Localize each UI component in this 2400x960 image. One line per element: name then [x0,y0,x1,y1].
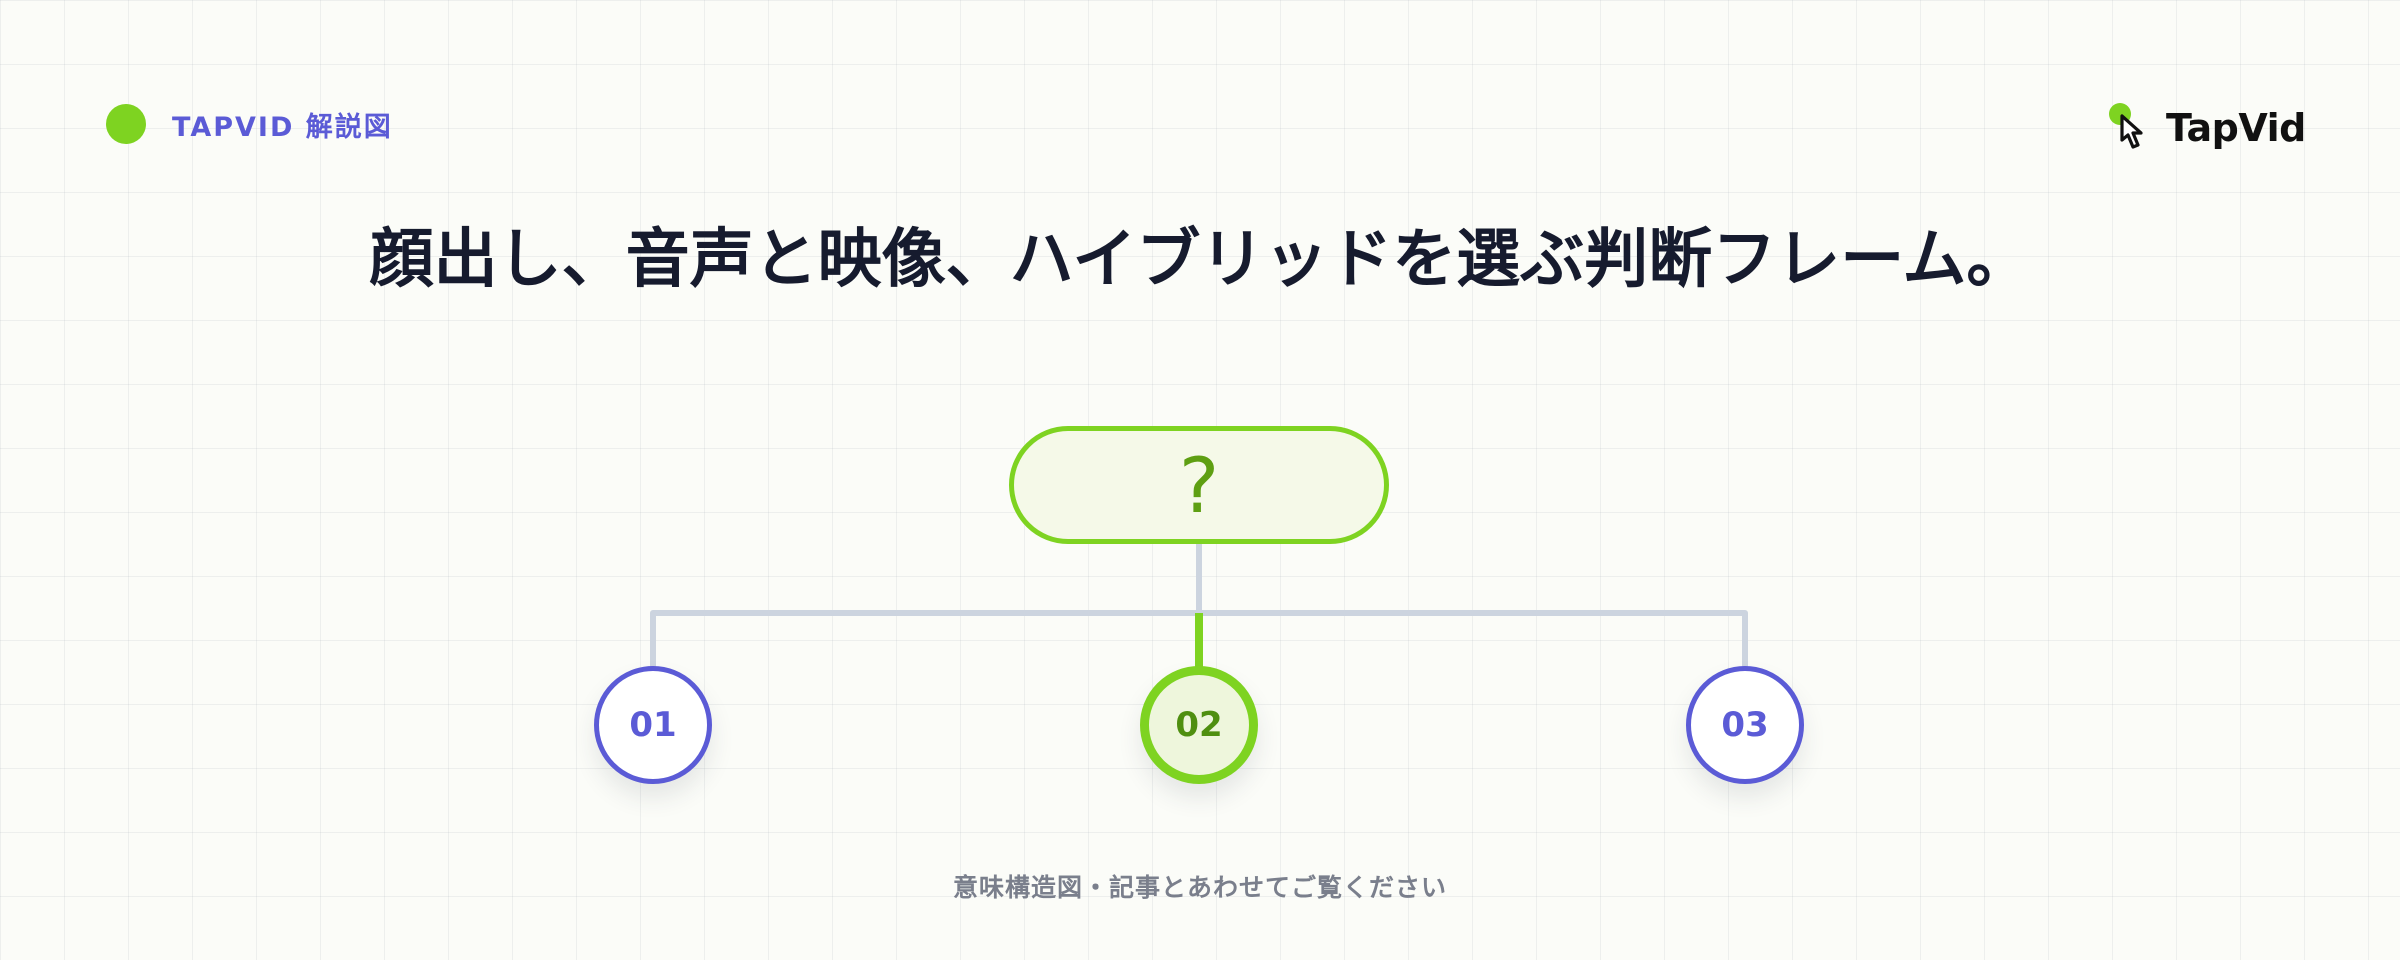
brand-dot [106,104,146,144]
brand-tag: TAPVID 解説図 [106,102,393,146]
option-node-02: 02 [1140,666,1258,784]
option-label-02: 02 [1175,705,1223,745]
page-title: 顔出し、音声と映像、ハイブリッドを選ぶ判断フレーム。 [369,223,2031,297]
logo-wordmark: TapVid [2166,106,2306,150]
root-question-mark: ? [1178,441,1220,530]
brand-tag-label: TAPVID 解説図 [172,111,393,143]
decision-root-node: ? [1009,426,1389,544]
option-node-03: 03 [1686,666,1804,784]
pointer-hand-icon [2109,103,2143,149]
tapvid-logo: TapVid [2106,100,2306,160]
footer-caption: 意味構造図・記事とあわせてご覧ください [952,873,1447,902]
option-node-01: 01 [594,666,712,784]
option-label-03: 03 [1721,705,1769,745]
option-label-01: 01 [629,705,677,745]
